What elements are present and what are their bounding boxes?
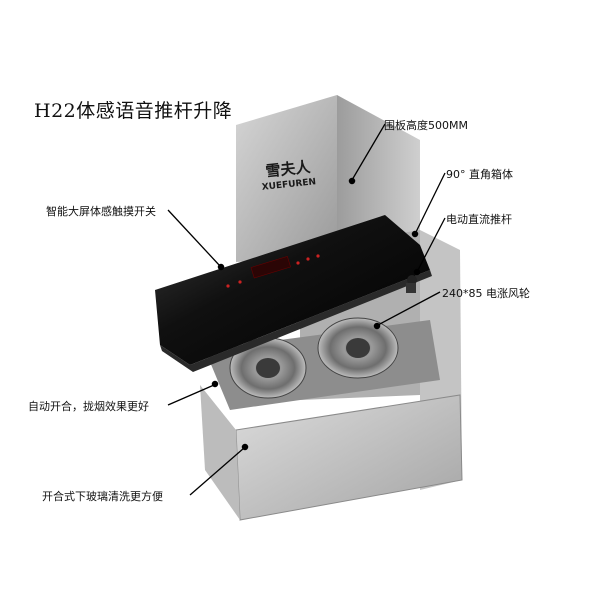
product-title: H22体感语音推杆升降 xyxy=(34,100,233,122)
leader-glass-dot xyxy=(241,443,249,451)
glass-panel xyxy=(155,215,430,365)
callout-fan-wheel: 240*85 电涨风轮 xyxy=(442,287,530,300)
callout-enclosure-height: 围板高度500MM xyxy=(384,119,468,132)
glass-panel-edge xyxy=(160,270,432,372)
enclosure-side xyxy=(337,95,420,256)
leader-wheel xyxy=(377,291,441,326)
brand-logo: 雪夫人 XUEFUREN xyxy=(261,158,316,193)
callout-smart-panel: 智能大屏体感触摸开关 xyxy=(46,205,156,218)
touch-buttons[interactable] xyxy=(226,254,320,288)
push-rod-bracket xyxy=(406,283,416,293)
leader-enclosure-dot xyxy=(348,177,356,185)
leader-panel xyxy=(167,209,221,267)
control-display[interactable] xyxy=(250,256,291,279)
leader-rod xyxy=(417,217,446,271)
callout-glass-clean: 开合式下玻璃清洗更方便 xyxy=(42,490,163,503)
push-rod xyxy=(407,275,417,285)
fan-wheel-left-core xyxy=(256,358,280,378)
callout-auto-open: 自动开合，拢烟效果更好 xyxy=(28,400,149,413)
brand-logo-cn: 雪夫人 xyxy=(265,158,313,181)
lower-panel-lip xyxy=(200,385,240,520)
leader-cabinet xyxy=(415,172,446,233)
leader-rod-dot xyxy=(413,268,421,276)
callout-electric-push-rod: 电动直流推杆 xyxy=(446,213,512,226)
leader-panel-dot xyxy=(217,263,225,271)
enclosure-front xyxy=(236,95,337,262)
callout-right-angle-cabinet: 90° 直角箱体 xyxy=(446,168,513,181)
leader-wheel-dot xyxy=(373,322,381,330)
leader-open xyxy=(167,384,215,406)
lower-panel xyxy=(235,394,463,521)
leader-open-dot xyxy=(211,380,219,388)
leader-enclosure xyxy=(351,123,386,181)
leader-cabinet-dot xyxy=(411,230,419,238)
leader-glass xyxy=(189,447,245,496)
fan-wheel-right-core xyxy=(346,338,370,358)
callout-lines xyxy=(167,123,446,496)
